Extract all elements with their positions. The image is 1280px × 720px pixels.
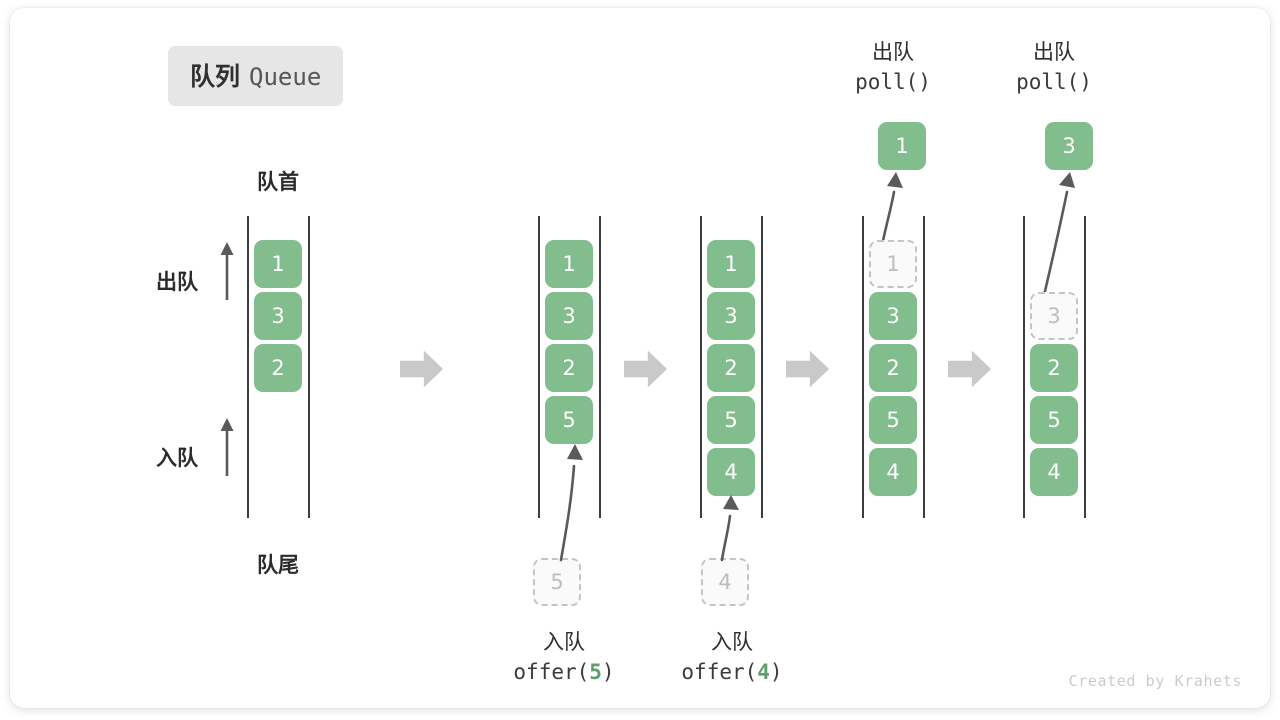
flow-arrow-icon bbox=[948, 350, 992, 388]
dequeue-caption-code: poll() bbox=[855, 69, 931, 94]
queue-rail-left bbox=[1023, 216, 1025, 518]
enqueue-caption-code: offer(5) bbox=[513, 659, 615, 684]
queue-rail-right bbox=[1084, 216, 1086, 518]
queue-element: 1 bbox=[545, 240, 593, 288]
incoming-element-ghost: 4 bbox=[701, 558, 749, 606]
credit-text: Created by Krahets bbox=[1068, 672, 1242, 690]
enqueue-direction-label: 入队 bbox=[156, 446, 198, 470]
enqueue-caption-cn: 入队 bbox=[543, 630, 585, 654]
queue-element: 2 bbox=[707, 344, 755, 392]
popped-element: 3 bbox=[1045, 122, 1093, 170]
queue-element-removed: 1 bbox=[869, 240, 917, 288]
enqueue-motion-arrow-icon bbox=[559, 444, 583, 562]
queue-element: 5 bbox=[707, 396, 755, 444]
queue-rail-right bbox=[761, 216, 763, 518]
diagram-card: 队列 Queue 队首 队尾 出队 入队 1 3 2 1 3 2 5 5 bbox=[10, 8, 1270, 708]
queue-element: 2 bbox=[254, 344, 302, 392]
flow-arrow-icon bbox=[786, 350, 830, 388]
dequeue-caption-cn: 出队 bbox=[872, 40, 914, 64]
dequeue-motion-arrow-icon bbox=[1040, 172, 1075, 306]
queue-rear-label: 队尾 bbox=[257, 553, 299, 577]
queue-element-new: 5 bbox=[545, 396, 593, 444]
incoming-element-ghost: 5 bbox=[533, 558, 581, 606]
popped-element: 1 bbox=[878, 122, 926, 170]
queue-rail-left bbox=[700, 216, 702, 518]
flow-arrow-icon bbox=[624, 350, 668, 388]
queue-element: 3 bbox=[707, 292, 755, 340]
queue-front-label: 队首 bbox=[257, 170, 299, 194]
queue-element: 2 bbox=[1030, 344, 1078, 392]
enqueue-caption-code: offer(4) bbox=[681, 659, 783, 684]
queue-element: 5 bbox=[1030, 396, 1078, 444]
queue-rail-left bbox=[247, 216, 249, 518]
queue-element: 4 bbox=[869, 448, 917, 496]
queue-rail-right bbox=[308, 216, 310, 518]
queue-element-new: 4 bbox=[707, 448, 755, 496]
enqueue-caption-5: 入队 offer(5) bbox=[488, 628, 640, 688]
queue-element: 3 bbox=[254, 292, 302, 340]
queue-element: 5 bbox=[869, 396, 917, 444]
queue-element-removed: 3 bbox=[1030, 292, 1078, 340]
dequeue-caption-code: poll() bbox=[1016, 69, 1092, 94]
enqueue-caption-4: 入队 offer(4) bbox=[656, 628, 808, 688]
flow-arrow-icon bbox=[400, 350, 444, 388]
dequeue-caption-cn: 出队 bbox=[1033, 40, 1075, 64]
queue-rail-right bbox=[923, 216, 925, 518]
title-en: Queue bbox=[249, 63, 322, 91]
queue-rail-left bbox=[538, 216, 540, 518]
queue-rail-left bbox=[862, 216, 864, 518]
dequeue-direction-label: 出队 bbox=[156, 270, 198, 294]
queue-element: 1 bbox=[254, 240, 302, 288]
enqueue-caption-cn: 入队 bbox=[711, 630, 753, 654]
diagram-title-badge: 队列 Queue bbox=[168, 46, 344, 106]
queue-rail-right bbox=[599, 216, 601, 518]
dequeue-caption-3: 出队 poll() bbox=[988, 38, 1120, 98]
queue-element: 3 bbox=[869, 292, 917, 340]
dequeue-direction-arrow-icon bbox=[220, 242, 234, 300]
queue-element: 1 bbox=[707, 240, 755, 288]
queue-element: 3 bbox=[545, 292, 593, 340]
queue-element: 4 bbox=[1030, 448, 1078, 496]
dequeue-caption-1: 出队 poll() bbox=[827, 38, 959, 98]
enqueue-motion-arrow-icon bbox=[720, 495, 739, 562]
queue-element: 2 bbox=[545, 344, 593, 392]
enqueue-direction-arrow-icon bbox=[220, 418, 234, 476]
title-cn: 队列 bbox=[190, 62, 241, 91]
queue-element: 2 bbox=[869, 344, 917, 392]
